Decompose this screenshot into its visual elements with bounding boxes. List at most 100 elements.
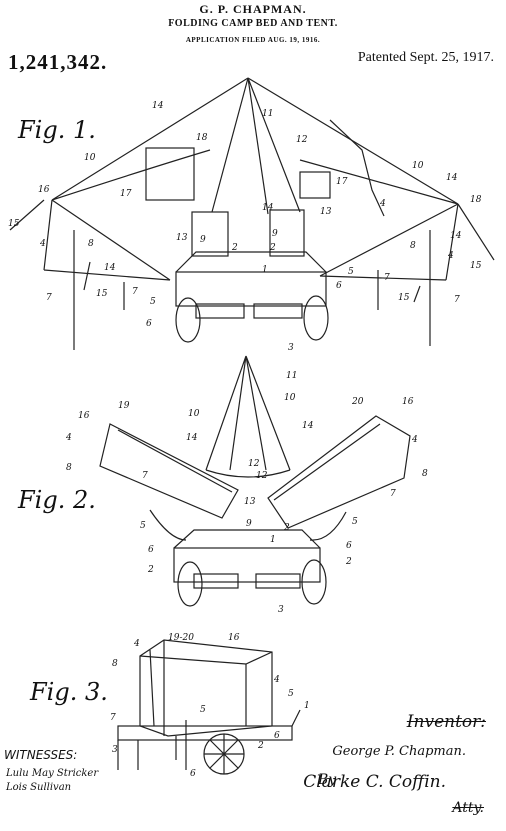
numeral: 6 [336,281,342,291]
attorney-signature: Clarke C. Coffin. [303,772,446,792]
patented-date: Patented Sept. 25, 1917. [357,50,494,65]
witness-signature-2: Lois Sullivan [6,782,72,793]
numeral: 6 [346,541,352,551]
numeral: 14 [104,263,116,273]
fig2-canopy [205,355,291,478]
witnesses-label: WITNESSES: [4,748,78,762]
fig1-side-panel-left [43,199,171,281]
numeral: 14 [186,433,198,443]
numeral: 18 [470,195,482,205]
numeral: 17 [336,177,348,187]
fig1-cart-drawer-l [195,303,245,319]
fig2-springs [149,509,347,541]
numeral: 12 [296,135,308,145]
numeral: 3 [112,745,118,755]
numeral: 7 [454,295,460,305]
numeral: 4 [133,639,140,649]
fig1-ridge-poles [211,77,301,215]
fig1-window-left [145,147,195,201]
numeral: 10 [412,161,424,171]
numeral: 12 [256,471,268,481]
fig1-legs [73,230,431,350]
attorney-label: Atty. [452,800,484,816]
invention-title: FOLDING CAMP BED AND TENT. [168,18,338,29]
numeral: 14 [152,101,164,111]
numeral: 5 [348,267,354,277]
numeral: 8 [422,469,428,479]
numeral: 16 [78,411,90,421]
fig3-axle [117,709,301,770]
fig1-end-frame-right [269,209,305,257]
numeral: 5 [352,517,358,527]
fig1-guy-ropes [9,199,495,303]
fig1-cart-drawer-r [253,303,303,319]
numeral: 4 [447,251,454,261]
numeral: 2 [147,565,154,575]
fig1-cart-body [175,271,327,307]
numeral: 7 [132,287,138,297]
fig3-wheel-spokes [204,734,244,774]
numeral: 8 [112,659,118,669]
numeral: 15 [398,293,410,303]
numeral: 7 [390,489,396,499]
witness-signature-1: Lulu May Stricker [6,768,99,779]
fig1-wheel-right [303,295,329,341]
numeral: 7 [110,713,116,723]
numeral: 3 [278,605,284,615]
fig2-bed-right-inner [273,423,381,501]
numeral: 6 [146,319,152,329]
numeral: 9 [272,229,278,239]
numeral: 10 [284,393,296,403]
numeral: 11 [262,109,273,119]
numeral: 6 [274,731,280,741]
numeral: 4 [273,675,280,685]
numeral: 15 [8,219,20,229]
numeral: 14 [450,231,462,241]
inventor-name: G. P. CHAPMAN. [199,2,307,16]
fig3-frame [117,725,293,741]
figure-3-label: Fig. 3. [30,678,108,706]
numeral: 16 [38,185,50,195]
figure-1-label: Fig. 1. [18,116,96,144]
numeral: 5 [288,689,294,699]
numeral: 2 [283,523,290,533]
numeral: 2 [231,243,238,253]
numeral: 13 [320,207,332,217]
application-filed-date: APPLICATION FILED AUG. 19, 1916. [185,36,321,44]
fig1-cart-bed [175,251,327,273]
numeral: 3 [288,343,294,353]
numeral: 7 [142,471,148,481]
patent-number: 1,241,342. [8,50,108,74]
numeral: 9 [246,519,252,529]
numeral: 1 [270,535,276,545]
numeral: 7 [384,273,390,283]
numeral: 1 [304,701,310,711]
numeral: 10 [188,409,200,419]
numeral: 4 [65,433,72,443]
numeral: 1 [262,265,268,275]
fig2-bed-left [99,423,239,519]
fig2-bed-right [267,415,411,529]
numeral: 8 [410,241,416,251]
fig3-box-top-edges [149,649,247,727]
figure-2-label: Fig. 2. [18,486,96,514]
fig2-wheel-right [301,559,327,605]
numeral: 14 [446,173,458,183]
numeral: 2 [257,741,264,751]
numeral: 19-20 [168,633,194,643]
fig1-wheel-left [175,297,201,343]
numeral: 5 [140,521,146,531]
fig3-legs [175,720,187,770]
numeral: 16 [402,397,414,407]
inventor-label: Inventor: [406,712,486,732]
numeral: 11 [286,371,297,381]
numeral: 16 [228,633,240,643]
numeral: 8 [66,463,72,473]
fig2-wheel-left [177,561,203,607]
numeral: 2 [345,557,352,567]
fig1-window-right [299,171,331,199]
